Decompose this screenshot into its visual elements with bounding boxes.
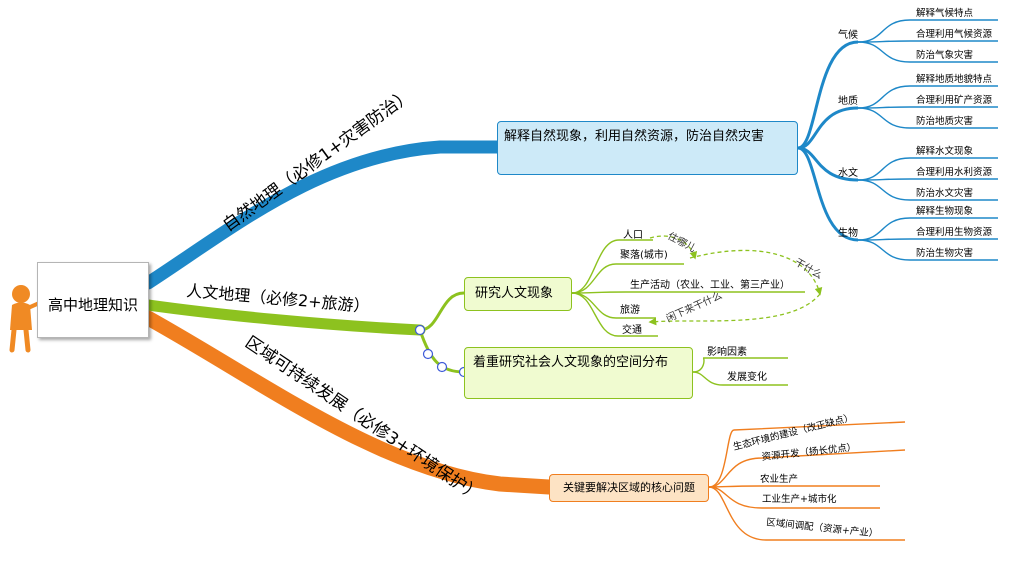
natural-item-connector — [857, 217, 998, 241]
regional-item-connector — [708, 486, 905, 541]
natural-subtree — [797, 40, 859, 242]
human-study-item[interactable]: 交通 — [622, 323, 642, 336]
human-study-item[interactable]: 聚落(城市) — [620, 248, 668, 261]
human-study-item[interactable]: 人口 — [623, 229, 643, 241]
natural-item-connector — [857, 157, 998, 181]
human-study-connector-item — [571, 263, 684, 294]
relation-label-live: 住哪儿 — [666, 229, 699, 255]
regional-branch-line — [140, 310, 557, 495]
natural-item-connector — [857, 178, 998, 181]
regional-item-connector — [708, 485, 880, 488]
collapse-toggle-2[interactable] — [422, 348, 434, 360]
collapse-toggle-3[interactable] — [436, 361, 448, 373]
regional-branch-label: 区域可持续发展（必修3+环境保护） — [241, 333, 484, 506]
natural-group-3[interactable]: 水文 — [838, 166, 858, 179]
regional-item-connector — [708, 449, 906, 488]
human-focus-node[interactable]: 着重研究社会人文现象的空间分布 — [464, 347, 693, 399]
root-title: 高中地理知识 — [47, 296, 138, 314]
natural-group-1[interactable]: 气候 — [838, 28, 858, 41]
natural-item[interactable]: 解释地质地貌特点 — [916, 73, 993, 85]
natural-item[interactable]: 防治地质灾害 — [916, 115, 973, 127]
regional-item-connector — [708, 486, 880, 509]
relation-arrow-live — [649, 235, 698, 260]
regional-item[interactable]: 农业生产 — [760, 473, 798, 485]
natural-item[interactable]: 合理利用气候资源 — [916, 28, 993, 40]
human-study-item[interactable]: 旅游 — [620, 303, 640, 316]
natural-item-connector — [857, 19, 998, 43]
natural-item[interactable]: 合理利用水利资源 — [916, 166, 993, 178]
natural-item[interactable]: 解释水文现象 — [916, 145, 974, 157]
human-study-connector-item — [571, 239, 653, 294]
natural-item-connector — [857, 238, 998, 241]
regional-item[interactable]: 工业生产+城市化 — [762, 493, 837, 505]
natural-item-connector — [857, 239, 998, 261]
root-node[interactable]: 高中地理知识 — [37, 262, 149, 338]
natural-item[interactable]: 防治生物灾害 — [916, 247, 973, 259]
human-study-node[interactable]: 研究人文现象 — [464, 277, 572, 311]
human-study-text: 研究人文现象 — [475, 286, 554, 301]
human-focus-item[interactable]: 发展变化 — [727, 370, 767, 383]
natural-item-connector — [857, 107, 998, 129]
natural-item[interactable]: 解释生物现象 — [916, 205, 974, 217]
relation-arrow-leisure — [648, 293, 821, 326]
relation-label-leisure: 闲下来干什么 — [664, 288, 724, 324]
regional-topic-text: 关键要解决区域的核心问题 — [563, 481, 695, 494]
natural-group-4[interactable]: 生物 — [838, 226, 858, 239]
natural-topic-node[interactable]: 解释自然现象，利用自然资源，防治自然灾害 — [497, 121, 798, 175]
human-study-connector-item — [571, 291, 805, 294]
human-focus-item[interactable]: 影响因素 — [707, 345, 747, 358]
natural-item-connector — [857, 40, 998, 43]
natural-item[interactable]: 防治气象灾害 — [916, 49, 973, 61]
natural-topic-text: 解释自然现象，利用自然资源，防治自然灾害 — [504, 129, 765, 144]
human-branch-line — [142, 299, 426, 336]
presenter-figure-icon — [9, 285, 48, 353]
collapse-toggle-1[interactable] — [414, 324, 426, 336]
natural-item-connector — [857, 179, 998, 201]
human-study-connector-item — [571, 292, 658, 337]
natural-item[interactable]: 合理利用矿产资源 — [916, 94, 993, 106]
human-focus-text: 着重研究社会人文现象的空间分布 — [473, 355, 669, 370]
human-study-connector-item — [571, 292, 656, 319]
human-focus-connector-item — [692, 371, 788, 386]
relation-arrow-work — [689, 249, 823, 296]
natural-item[interactable]: 防治水文灾害 — [916, 187, 973, 199]
natural-item[interactable]: 解释气候特点 — [916, 7, 974, 19]
regional-item[interactable]: 区域间调配（资源+产业） — [766, 516, 879, 540]
regional-item[interactable]: 资源开发（扬长优点） — [761, 441, 857, 463]
natural-item-connector — [857, 106, 998, 109]
natural-branch-line — [141, 140, 504, 290]
regional-topic-node[interactable]: 关键要解决区域的核心问题 — [549, 474, 709, 502]
relation-label-work: 干什么 — [793, 256, 825, 281]
human-study-connector — [419, 291, 465, 332]
natural-item[interactable]: 合理利用生物资源 — [916, 226, 993, 238]
natural-group-2[interactable]: 地质 — [838, 94, 858, 107]
regional-item-connector — [708, 421, 906, 488]
human-focus-connector-item — [692, 357, 788, 373]
human-focus-connector — [418, 329, 465, 374]
natural-item-connector — [857, 41, 998, 63]
natural-item-connector — [857, 85, 998, 109]
human-study-item[interactable]: 生产活动（农业、工业、第三产业） — [630, 278, 790, 291]
